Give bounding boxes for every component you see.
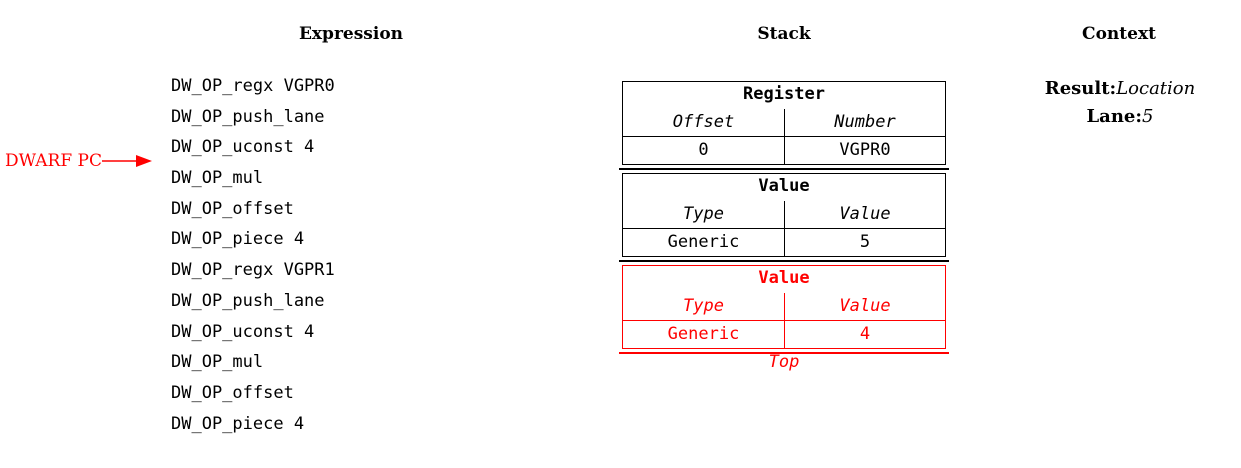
stack-entry-col2-header: Number: [784, 109, 945, 136]
stack-entry-header-row: Type Value: [623, 293, 945, 320]
stack-entry-title: Register: [743, 84, 825, 104]
stack-entry-col1-value: Generic: [667, 324, 740, 344]
expression-op: DW_OP_regx VGPR0: [171, 76, 335, 96]
stack-entry-value-row: 0 VGPR0: [623, 136, 945, 164]
context-result: Result:Location: [1045, 78, 1195, 99]
stack-entry-col2-value: 5: [784, 229, 945, 256]
dwarf-pc-label: DWARF PC: [5, 151, 102, 171]
stack-entry-value-row: Generic 4: [623, 320, 945, 348]
expression-op: DW_OP_uconst 4: [171, 137, 315, 158]
stack-entry-col1-header: Type: [683, 204, 724, 224]
stack-entry-register: Register Offset Number 0 VGPR0: [622, 81, 946, 165]
expression-op: DW_OP_mul: [171, 352, 264, 373]
expression-op: DW_OP_offset: [171, 198, 294, 219]
stack-top-separator: [619, 352, 949, 354]
stack-entry-value-row: Generic 5: [623, 228, 945, 256]
stack-separator: [619, 260, 949, 262]
stack-entry-col2-header: Value: [784, 201, 945, 228]
header-context: Context: [1082, 24, 1156, 44]
expression-op: DW_OP_mul: [171, 168, 264, 189]
stack-entry-top-value: Value Type Value Generic 4: [622, 265, 946, 349]
dwarf-pc-indicator: DWARF PC: [5, 151, 154, 171]
stack-entry-header-row: Type Value: [623, 201, 945, 228]
stack-top-label: Top: [768, 352, 800, 372]
context-result-value: Location: [1116, 78, 1196, 99]
stack-entry-title: Value: [758, 268, 810, 288]
context-lane-key: Lane:: [1086, 106, 1143, 127]
expression-op: DW_OP_push_lane: [171, 106, 325, 127]
stack-entry-col1-header: Type: [683, 296, 724, 316]
stack-entry-col2-value: VGPR0: [784, 137, 945, 164]
expression-op: DW_OP_piece 4: [171, 229, 305, 250]
expression-op: DW_OP_regx VGPR1: [171, 260, 335, 281]
expression-op: DW_OP_uconst 4: [171, 321, 315, 342]
expression-op: DW_OP_push_lane: [171, 290, 325, 311]
context-lane: Lane:5: [1087, 106, 1154, 127]
expression-op: DW_OP_piece 4: [171, 413, 305, 434]
stack-entry-value: Value Type Value Generic 5: [622, 173, 946, 257]
arrow-right-icon: [101, 155, 152, 167]
stack-entry-col1-value: 0: [698, 140, 709, 160]
context-lane-value: 5: [1142, 106, 1154, 127]
header-stack: Stack: [757, 24, 811, 44]
stack-entry-col1-header: Offset: [672, 112, 735, 132]
expression-op: DW_OP_offset: [171, 382, 294, 403]
stack-entry-header-row: Offset Number: [623, 109, 945, 136]
expression-list: DW_OP_regx VGPR0 DW_OP_push_lane DW_OP_u…: [171, 74, 335, 442]
stack-entry-col2-header: Value: [784, 293, 945, 320]
stack-entry-col2-value: 4: [784, 321, 945, 348]
context-result-key: Result:: [1044, 78, 1117, 99]
stack-entry-col1-value: Generic: [667, 232, 740, 252]
header-expression: Expression: [298, 24, 404, 44]
stack-separator: [619, 168, 949, 170]
stack-entry-title: Value: [758, 176, 810, 196]
